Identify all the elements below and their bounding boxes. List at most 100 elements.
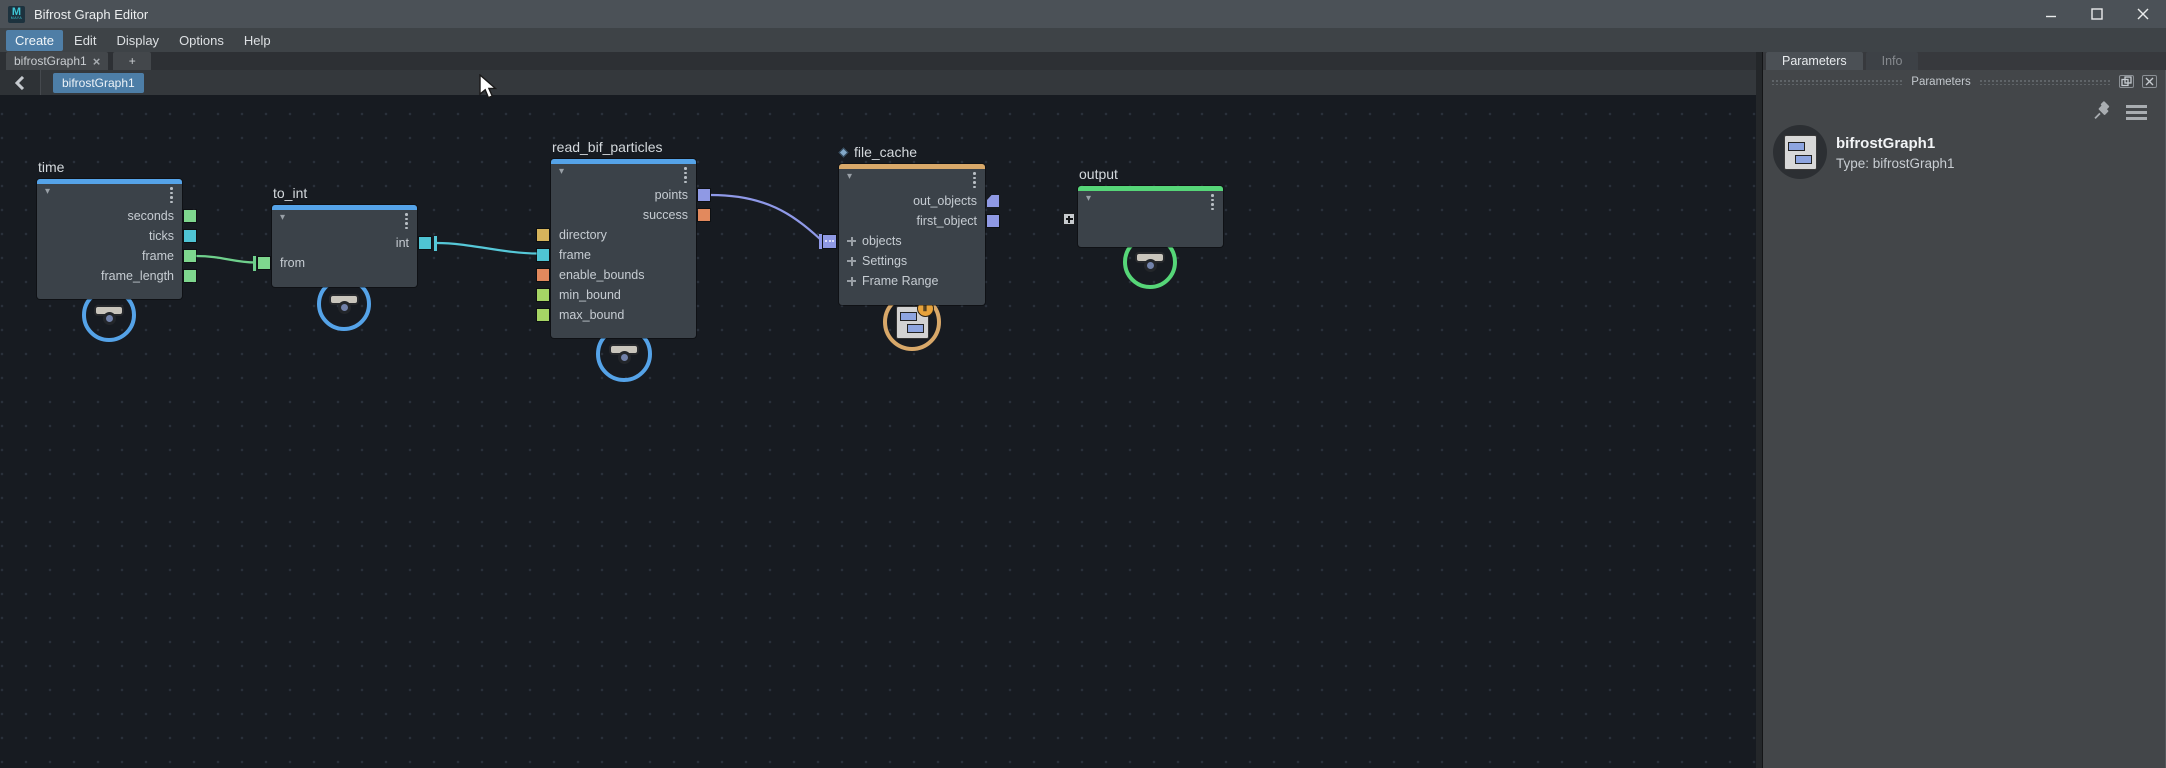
node-title[interactable]: read_bif_particles <box>552 139 663 155</box>
close-icon <box>2137 8 2149 20</box>
port-from[interactable] <box>258 257 270 269</box>
maximize-button[interactable] <box>2074 0 2120 28</box>
node-title[interactable]: to_int <box>273 185 308 201</box>
node-time[interactable]: ▾ seconds ticks frame frame_length time <box>37 159 196 342</box>
minimize-button[interactable] <box>2028 0 2074 28</box>
panel-divider[interactable] <box>1756 52 1763 768</box>
node-to-int[interactable]: ▾ int from to_int <box>253 185 437 331</box>
drag-dots <box>1771 78 1904 85</box>
add-tab-button[interactable]: + <box>113 52 152 70</box>
node-avatar <box>1773 125 1827 179</box>
tab-parameters[interactable]: Parameters <box>1766 52 1863 70</box>
selected-node-type: Type: bifrostGraph1 <box>1836 156 1955 171</box>
node-body[interactable]: ▾ points success directory frame enable_… <box>537 159 710 338</box>
maya-logo-letter: M <box>11 6 22 19</box>
node-title[interactable]: output <box>1079 166 1118 182</box>
port-first-object[interactable] <box>987 215 999 227</box>
port-int[interactable] <box>419 237 431 249</box>
node-accent-strip <box>1078 186 1223 191</box>
node-menu-icon[interactable] <box>1211 194 1214 212</box>
wire-time-frame-to-toint-from[interactable] <box>195 254 256 264</box>
node-body[interactable]: ▾ int from <box>253 205 437 287</box>
expand-icon[interactable] <box>847 276 856 286</box>
row-settings-group[interactable]: Settings <box>839 251 985 271</box>
row-max-bound: max_bound <box>537 305 696 325</box>
panel-menu-button[interactable] <box>2126 102 2147 123</box>
titlebar: M MAYA Bifrost Graph Editor <box>0 0 2166 28</box>
node-menu-icon[interactable] <box>405 213 408 231</box>
menu-edit[interactable]: Edit <box>74 32 97 48</box>
menu-help[interactable]: Help <box>243 32 271 48</box>
row-frame: frame <box>537 245 696 265</box>
port-ticks[interactable] <box>184 230 196 242</box>
tab-info[interactable]: Info <box>1865 52 1919 70</box>
mouse-cursor <box>479 74 498 99</box>
menu-create[interactable]: Create <box>6 29 64 51</box>
row-frame-range-group[interactable]: Frame Range <box>839 271 985 291</box>
back-button[interactable] <box>0 70 40 95</box>
port-objects-multi[interactable] <box>823 234 836 248</box>
port-points[interactable] <box>698 189 710 201</box>
collapse-arrow-icon[interactable]: ▾ <box>559 166 565 177</box>
node-state-circle[interactable] <box>596 326 652 382</box>
collapse-arrow-icon[interactable]: ▾ <box>1086 193 1092 204</box>
port-directory[interactable] <box>537 229 549 241</box>
tab-label: bifrostGraph1 <box>14 54 87 68</box>
node-body[interactable]: ▾ out_objects first_object objects Setti… <box>819 164 999 305</box>
expand-icon[interactable] <box>847 236 856 246</box>
node-menu-icon[interactable] <box>170 187 173 205</box>
row-frame-length: frame_length <box>37 266 196 286</box>
wires-layer <box>195 193 821 264</box>
port-max-bound[interactable] <box>537 309 549 321</box>
node-output[interactable]: ▾ output <box>1063 166 1223 289</box>
parameters-panel: Parameters <box>1763 70 2166 768</box>
port-enable-bounds[interactable] <box>537 269 549 281</box>
node-body[interactable]: ▾ <box>1063 186 1223 247</box>
port-frame-length[interactable] <box>184 270 196 282</box>
wire-toint-int-to-readbif-frame[interactable] <box>436 241 539 255</box>
row-success: success <box>551 205 710 225</box>
pin-icon <box>2094 101 2110 120</box>
node-file-cache[interactable]: Ⅱ ▾ out_objects first_object objects <box>819 144 999 351</box>
drag-dots <box>1978 78 2111 85</box>
close-button[interactable] <box>2120 0 2166 28</box>
row-objects-group[interactable]: objects <box>819 231 985 251</box>
port-min-bound[interactable] <box>537 289 549 301</box>
node-read-bif-particles[interactable]: ▾ points success directory frame enable_… <box>537 139 710 382</box>
node-accent-strip <box>839 164 985 169</box>
wire-readbif-points-to-filecache-objects[interactable] <box>710 193 821 240</box>
row-out-objects: out_objects <box>839 191 999 211</box>
tab-bifrostgraph1[interactable]: bifrostGraph1 × <box>6 52 109 70</box>
port-frame-input[interactable] <box>537 249 549 261</box>
node-accent-strip <box>551 159 696 164</box>
file-cache-icon: Ⅱ <box>895 299 934 339</box>
row-directory: directory <box>537 225 696 245</box>
chevron-left-icon <box>15 75 25 90</box>
port-success[interactable] <box>698 209 710 221</box>
collapse-arrow-icon[interactable]: ▾ <box>280 212 286 223</box>
node-title[interactable]: time <box>38 159 65 175</box>
camera-icon <box>92 302 126 328</box>
window-controls <box>2028 0 2166 28</box>
pin-button[interactable] <box>2092 100 2112 125</box>
panel-close-button[interactable] <box>2142 75 2157 88</box>
popout-button[interactable] <box>2119 75 2134 88</box>
tab-close-icon[interactable]: × <box>92 53 101 69</box>
menu-display[interactable]: Display <box>116 32 160 48</box>
breadcrumb-current[interactable]: bifrostGraph1 <box>53 72 144 93</box>
port-out-objects[interactable] <box>987 195 999 207</box>
node-menu-icon[interactable] <box>684 167 687 185</box>
panel-drag-bar[interactable]: Parameters <box>1771 74 2157 89</box>
port-seconds[interactable] <box>184 210 196 222</box>
graph-canvas[interactable]: ▾ seconds ticks frame frame_length time … <box>0 95 1757 768</box>
expand-icon[interactable] <box>847 256 856 266</box>
port-frame[interactable] <box>184 250 196 262</box>
node-menu-icon[interactable] <box>973 172 976 190</box>
node-title[interactable]: file_cache <box>838 144 917 160</box>
node-accent-strip <box>272 205 417 210</box>
node-body[interactable]: ▾ seconds ticks frame frame_length <box>37 179 196 299</box>
collapse-arrow-icon[interactable]: ▾ <box>847 171 853 182</box>
menu-options[interactable]: Options <box>179 32 224 48</box>
collapse-arrow-icon[interactable]: ▾ <box>45 186 51 197</box>
add-input-button[interactable] <box>1063 213 1075 225</box>
